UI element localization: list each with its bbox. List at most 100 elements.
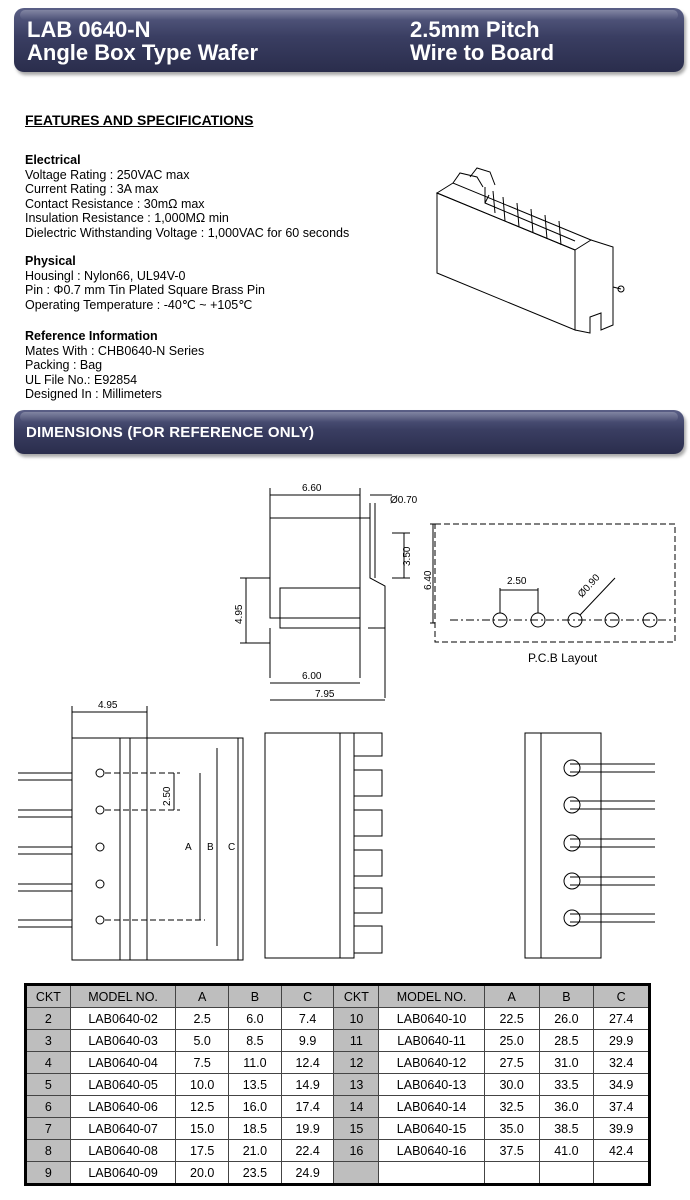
table-cell: 22.5 <box>483 1007 540 1030</box>
table-cell: 6.0 <box>228 1007 282 1030</box>
connector-isometric-drawing <box>435 167 625 334</box>
spec-line: Operating Temperature : -40℃ ~ +105℃ <box>25 297 253 312</box>
spec-line: Insulation Resistance : 1,000MΩ min <box>25 211 229 225</box>
col-header: CKT <box>25 984 71 1008</box>
table-cell <box>378 1161 485 1185</box>
spec-line: Housingl : Nylon66, UL94V-0 <box>25 268 186 283</box>
pcb-layout-label: P.C.B Layout <box>528 651 598 665</box>
dimensions-banner: DIMENSIONS (FOR REFERENCE ONLY) <box>14 410 684 454</box>
table-cell: LAB0640-08 <box>69 1139 177 1162</box>
reference-heading: Reference Information <box>25 329 158 343</box>
table-cell: LAB0640-07 <box>69 1117 177 1140</box>
table-cell: 30.0 <box>483 1073 540 1096</box>
spec-line: Voltage Rating : 250VAC max <box>25 167 190 182</box>
col-header: CKT <box>333 984 380 1008</box>
product-type: Angle Box Type Wafer <box>27 40 259 65</box>
spec-line: Pin : Φ0.7 mm Tin Plated Square Brass Pi… <box>25 283 265 297</box>
table-cell: 22.4 <box>280 1139 335 1162</box>
dimensions-heading: DIMENSIONS (FOR REFERENCE ONLY) <box>26 424 315 441</box>
table-cell: 9 <box>25 1161 71 1185</box>
pitch-label: 2.5mm Pitch <box>410 17 540 42</box>
table-cell: 17.4 <box>280 1095 335 1118</box>
table-cell: 5.0 <box>175 1029 230 1052</box>
table-cell: 32.5 <box>483 1095 540 1118</box>
table-cell: 36.0 <box>538 1095 595 1118</box>
physical-heading: Physical <box>25 254 76 268</box>
table-cell: 27.4 <box>593 1007 650 1030</box>
dim-6-40: 6.40 <box>423 570 434 590</box>
dim-C: C <box>228 842 235 853</box>
table-cell: 9.9 <box>280 1029 335 1052</box>
table-cell: 26.0 <box>538 1007 595 1030</box>
table-cell: LAB0640-03 <box>69 1029 177 1052</box>
dim-6-60: 6.60 <box>302 483 322 494</box>
table-cell: 13 <box>333 1073 380 1096</box>
banner-shine <box>20 10 678 20</box>
table-cell: 39.9 <box>593 1117 650 1140</box>
table-cell: 11.0 <box>228 1051 282 1074</box>
banner-shine <box>20 412 678 422</box>
table-cell: 37.4 <box>593 1095 650 1118</box>
table-cell: 7 <box>25 1117 71 1140</box>
table-cell <box>593 1161 650 1185</box>
table-cell <box>538 1161 595 1185</box>
table-cell: 20.0 <box>175 1161 230 1185</box>
table-cell: LAB0640-05 <box>69 1073 177 1096</box>
table-cell: LAB0640-15 <box>378 1117 485 1140</box>
spec-line: Packing : Bag <box>25 358 103 372</box>
table-cell: 32.4 <box>593 1051 650 1074</box>
table-header-row: CKT MODEL NO. A B C CKT MODEL NO. A B C <box>25 984 650 1008</box>
table-cell: 7.4 <box>280 1007 335 1030</box>
physical-section: Physical Housingl : Nylon66, UL94V-0 Pin… <box>25 254 265 312</box>
dim-B: B <box>207 842 214 853</box>
table-cell: 15.0 <box>175 1117 230 1140</box>
table-cell: LAB0640-10 <box>378 1007 485 1030</box>
table-cell: 11 <box>333 1029 380 1052</box>
col-header: C <box>280 984 335 1008</box>
table-cell: LAB0640-04 <box>69 1051 177 1074</box>
table-cell: 13.5 <box>228 1073 282 1096</box>
table-cell: 15 <box>333 1117 380 1140</box>
col-header: A <box>175 984 230 1008</box>
table-cell: 10.0 <box>175 1073 230 1096</box>
table-cell: LAB0640-12 <box>378 1051 485 1074</box>
table-cell: 7.5 <box>175 1051 230 1074</box>
table-cell: 24.9 <box>280 1161 335 1185</box>
table-cell <box>483 1161 540 1185</box>
dim-3-50: 3.50 <box>402 546 413 566</box>
dim-A: A <box>185 842 192 853</box>
table-cell: 23.5 <box>228 1161 282 1185</box>
title-banner: LAB 0640-N Angle Box Type Wafer 2.5mm Pi… <box>14 8 684 72</box>
spec-line: Current Rating : 3A max <box>25 182 159 196</box>
table-cell: 6 <box>25 1095 71 1118</box>
table-cell: 27.5 <box>483 1051 540 1074</box>
spec-line: UL File No.: E92854 <box>25 372 138 387</box>
table-cell: 16.0 <box>228 1095 282 1118</box>
table-cell: 28.5 <box>538 1029 595 1052</box>
table-cell: 2 <box>25 1007 71 1030</box>
table-cell: 14.9 <box>280 1073 335 1096</box>
table-cell: 16 <box>333 1139 380 1162</box>
dim-7-95: 7.95 <box>315 689 335 700</box>
spec-line: Designed In : Millimeters <box>25 387 162 401</box>
table-cell: LAB0640-13 <box>378 1073 485 1096</box>
table-cell: 21.0 <box>228 1139 282 1162</box>
table-cell: 2.5 <box>175 1007 230 1030</box>
col-header: C <box>593 984 650 1008</box>
table-cell: 3 <box>25 1029 71 1052</box>
dim-pin-diameter: Ø0.70 <box>390 495 418 506</box>
table-cell: 14 <box>333 1095 380 1118</box>
table-cell: 5 <box>25 1073 71 1096</box>
connection-type: Wire to Board <box>410 40 555 65</box>
table-cell: 4 <box>25 1051 71 1074</box>
table-cell: 8 <box>25 1139 71 1162</box>
electrical-heading: Electrical <box>25 153 81 167</box>
col-header: B <box>538 984 595 1008</box>
dimension-drawings-bottom: 4.95 2.50 A B C <box>18 700 655 961</box>
